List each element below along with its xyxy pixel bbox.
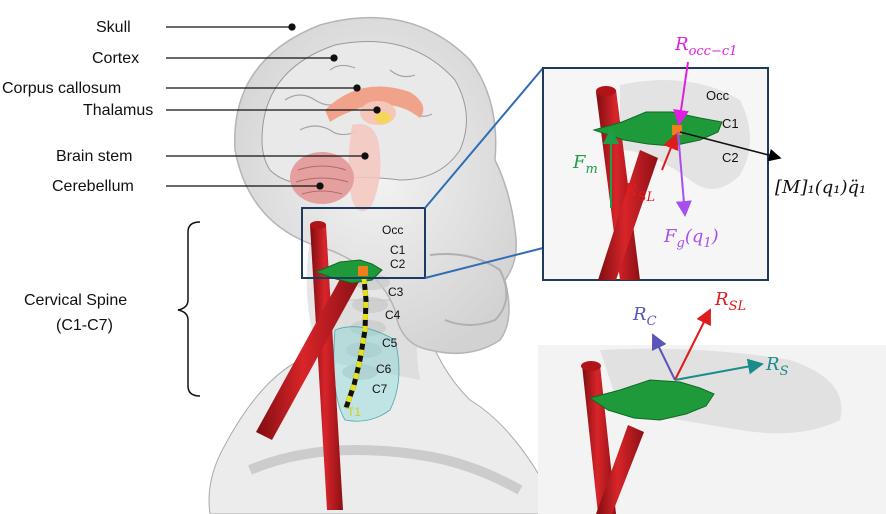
leader-lines bbox=[166, 23, 381, 190]
jaw-ghost bbox=[429, 253, 508, 326]
arrow-r-sl-bottom bbox=[674, 308, 711, 381]
label-brain-stem: Brain stem bbox=[56, 148, 132, 165]
vlabel-c7: C7 bbox=[372, 382, 388, 396]
vlabel-c4: C4 bbox=[385, 308, 401, 322]
label-f-m: Fm bbox=[572, 152, 598, 177]
arrow-inertia bbox=[679, 131, 782, 162]
label-cerebellum: Cerebellum bbox=[52, 178, 134, 195]
label-r-sl-bottom: RSL bbox=[714, 289, 746, 314]
inset-top: Occ C1 C2 bbox=[542, 61, 782, 281]
zoom-line-bottom bbox=[424, 247, 544, 279]
arrow-r-occ-c1 bbox=[673, 61, 689, 126]
label-thalamus: Thalamus bbox=[83, 102, 153, 119]
cortex-folds bbox=[284, 64, 433, 136]
thalamus-core bbox=[375, 112, 391, 124]
vlabel-occ: Occ bbox=[382, 223, 403, 237]
vlabel-c6: C6 bbox=[376, 362, 392, 376]
label-r-s: RS bbox=[765, 354, 789, 379]
inset-bottom-c1 bbox=[588, 379, 715, 421]
head-figure bbox=[208, 16, 561, 514]
clavicle-ghost bbox=[248, 445, 523, 495]
inset-bottom bbox=[538, 308, 886, 514]
label-r-c: RC bbox=[632, 304, 657, 329]
label-cortex: Cortex bbox=[92, 50, 139, 67]
vlabel-c5: C5 bbox=[382, 336, 398, 350]
vlabel-c3: C3 bbox=[388, 285, 404, 299]
label-corpus-callosum: Corpus callosum bbox=[2, 80, 121, 97]
cerebellum-folds bbox=[295, 165, 349, 195]
inset-top-marker bbox=[672, 125, 682, 135]
label-f-g: Fg(q1) bbox=[663, 226, 719, 251]
spine-line-dash bbox=[343, 277, 369, 409]
label-r-sl-top: RSL bbox=[623, 180, 655, 205]
vlabel-c2: C2 bbox=[390, 257, 406, 271]
label-cervical-range: (C1-C7) bbox=[56, 317, 113, 334]
label-cervical-spine: Cervical Spine bbox=[24, 292, 127, 309]
occ-c1-marker bbox=[358, 266, 368, 276]
inset-top-c1 bbox=[592, 111, 723, 147]
vlabel-t1: T1 bbox=[347, 405, 361, 419]
arrow-f-g bbox=[675, 131, 692, 217]
inset-vlabel-c2: C2 bbox=[722, 150, 739, 165]
arrow-r-c bbox=[651, 333, 676, 381]
zoom-line-top bbox=[424, 67, 544, 209]
label-r-occ-c1: Rocc−c1 bbox=[674, 34, 737, 59]
inset-vlabel-occ: Occ bbox=[706, 88, 730, 103]
spine-brace bbox=[177, 221, 201, 397]
vlabel-c1: C1 bbox=[390, 243, 406, 257]
arrow-r-sl bbox=[661, 133, 679, 171]
zoom-box bbox=[301, 207, 426, 279]
arrow-r-s bbox=[674, 358, 764, 381]
brain-stem-shape bbox=[348, 124, 381, 212]
label-mass-term: [M]₁(q₁)q̈₁ bbox=[775, 177, 866, 198]
label-skull: Skull bbox=[96, 19, 131, 36]
vertebra-labels: Occ C1 C2 C3 C4 C5 C6 C7 T1 bbox=[347, 223, 406, 419]
inset-vlabel-c1: C1 bbox=[722, 116, 739, 131]
